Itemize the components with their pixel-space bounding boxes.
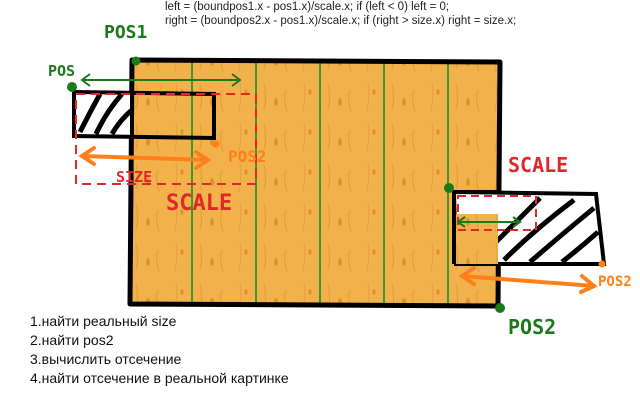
label-pos-left: POS <box>48 62 75 80</box>
right-clip-dashed <box>457 195 537 231</box>
label-scale-right: SCALE <box>508 153 568 177</box>
label-pos1-top: POS1 <box>104 22 147 43</box>
orange-arrow-right <box>458 266 598 294</box>
green-arrow-left <box>80 73 242 87</box>
label-pos2-mid: POS2 <box>228 147 267 166</box>
formula-line-2: right = (boundpos2.x - pos1.x)/scale.x; … <box>165 15 517 27</box>
left-sprite <box>72 89 216 141</box>
orange-arrow-left <box>78 146 212 170</box>
step-item: 2.найти pos2 <box>30 332 114 348</box>
formula-text: left = (boundpos1.x - pos1.x)/scale.x; i… <box>165 0 635 28</box>
label-pos2-bottom: POS2 <box>508 315 556 339</box>
green-arrow-right <box>456 216 522 228</box>
label-scale-left: SCALE <box>166 191 232 216</box>
wood-board <box>127 57 503 309</box>
pos2-dot-right <box>598 260 606 268</box>
right-sprite <box>451 189 607 266</box>
label-size-left: SIZE <box>116 168 152 186</box>
pos1-dot <box>131 56 141 66</box>
formula-line-1: left = (boundpos1.x - pos1.x)/scale.x; i… <box>165 1 450 13</box>
pos2-dot-bottom <box>495 303 505 313</box>
step-item: 4.найти отсечение в реальной картинке <box>30 370 289 386</box>
pos2-dot-mid <box>212 140 220 148</box>
boundpos-dot-right <box>444 183 454 193</box>
step-item: 3.вычислить отсечение <box>30 351 182 367</box>
left-clip-dashed <box>75 93 257 185</box>
pos-dot <box>67 82 77 92</box>
label-pos2-right: POS2 <box>598 274 632 290</box>
step-item: 1.найти реальный size <box>30 313 177 329</box>
steps-list: 1.найти реальный size 2.найти pos2 3.выч… <box>30 312 289 388</box>
